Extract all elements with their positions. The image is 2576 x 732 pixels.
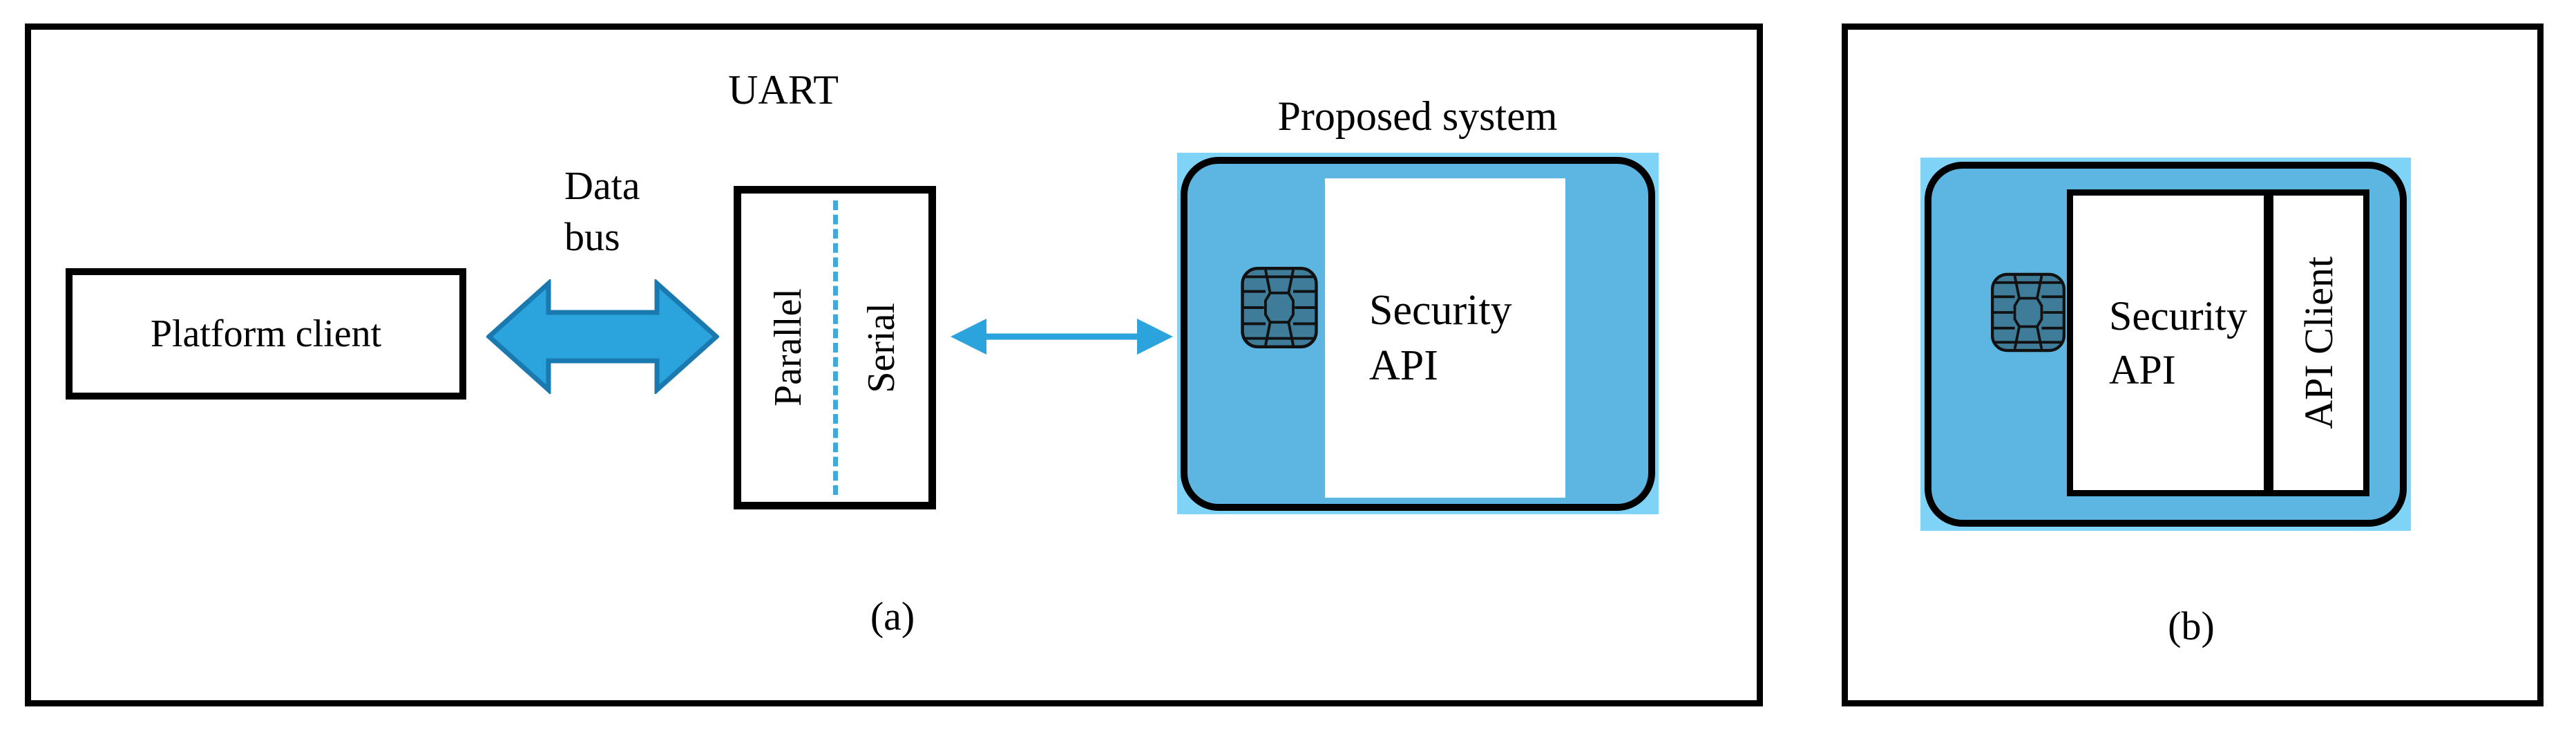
data-bus-line2: bus (564, 214, 620, 259)
proposed-system-card: Security API (1181, 157, 1655, 511)
proposed-system-title: Proposed system (1277, 93, 1558, 139)
data-bus-line1: Data (564, 163, 640, 208)
security-api-b-line2: API (2109, 347, 2176, 393)
platform-client-label: Platform client (150, 312, 382, 355)
uart-serial-half: Serial (835, 194, 929, 502)
uart-title: UART (728, 67, 839, 113)
smartcard-chip-icon (1991, 272, 2065, 353)
security-api-box-b: Security API (2067, 189, 2270, 496)
caption-a: (a) (870, 594, 915, 639)
uart-box: Parallel Serial (734, 186, 936, 509)
uart-divider-dashed-line (832, 200, 838, 495)
security-api-b-line1: Security (2109, 293, 2247, 339)
platform-client-box: Platform client (66, 268, 466, 400)
uart-serial-label: Serial (860, 302, 904, 393)
security-api-line2: API (1369, 342, 1438, 389)
api-client-label: API Client (2296, 256, 2341, 429)
data-bus-label: Data bus (564, 160, 640, 263)
caption-b: (b) (2168, 603, 2215, 648)
uart-parallel-label: Parallel (766, 288, 810, 407)
security-api-line1: Security (1369, 287, 1512, 334)
security-api-box: Security API (1325, 178, 1565, 498)
double-headed-arrow-icon (486, 279, 719, 394)
smartcard-b: Security API API Client (1925, 162, 2407, 527)
smartcard-chip-icon (1241, 267, 1318, 348)
api-client-box: API Client (2267, 189, 2369, 496)
thin-double-arrow-icon (951, 319, 1173, 355)
uart-parallel-half: Parallel (741, 194, 835, 502)
